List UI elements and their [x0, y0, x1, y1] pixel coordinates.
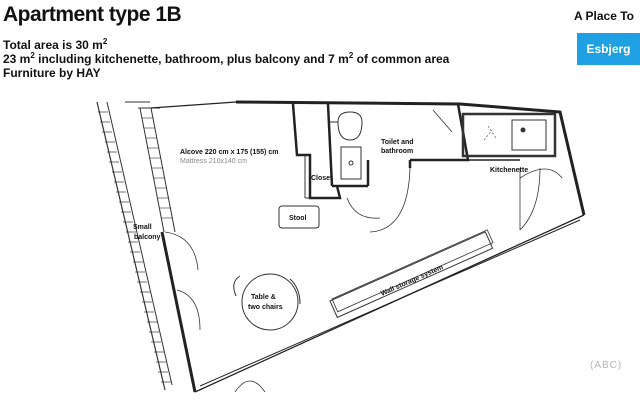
bathroom-label: bathroom	[381, 148, 413, 155]
area-breakdown-line: 23 m2 including kitchenette, bathroom, p…	[3, 51, 450, 66]
closet-label: Closet	[311, 175, 333, 182]
stool-label: Stool	[289, 215, 307, 222]
table-label-2: two chairs	[248, 304, 283, 311]
alcove-label: Alcove 220 cm x 175 (155) cm	[180, 149, 278, 156]
interior-walls	[291, 103, 520, 200]
brand-tagline: A Place To	[573, 9, 634, 23]
abc-logo: (ABC)	[590, 360, 623, 371]
table-and-chairs	[233, 273, 301, 331]
furniture-credit: Furniture by HAY	[3, 66, 101, 80]
wall-storage-shape	[329, 231, 494, 319]
window-strip	[138, 107, 176, 233]
balcony-railing	[96, 101, 173, 391]
alcove	[304, 155, 310, 199]
closet-door	[346, 197, 381, 219]
total-area-line: Total area is 30 m2	[3, 37, 108, 52]
balcony-label-2: balcony	[134, 234, 161, 241]
table-label-1: Table &	[251, 294, 276, 301]
bathroom-fixtures	[330, 109, 453, 233]
wall-storage-inner	[331, 229, 494, 313]
kitchenette-fixtures	[461, 112, 563, 231]
balcony-label-1: Small	[133, 224, 152, 231]
balcony-doors	[164, 231, 266, 393]
toilet-label: Toilet and	[381, 139, 414, 146]
brand-logo: Esbjerg	[577, 33, 640, 65]
kitchenette-label: Kitchenette	[490, 167, 528, 174]
page-title: Apartment type 1B	[3, 3, 182, 26]
stool-shape	[278, 205, 320, 229]
mattress-label: Mattress 210x140 cm	[180, 158, 247, 165]
exterior-walls	[150, 100, 586, 393]
